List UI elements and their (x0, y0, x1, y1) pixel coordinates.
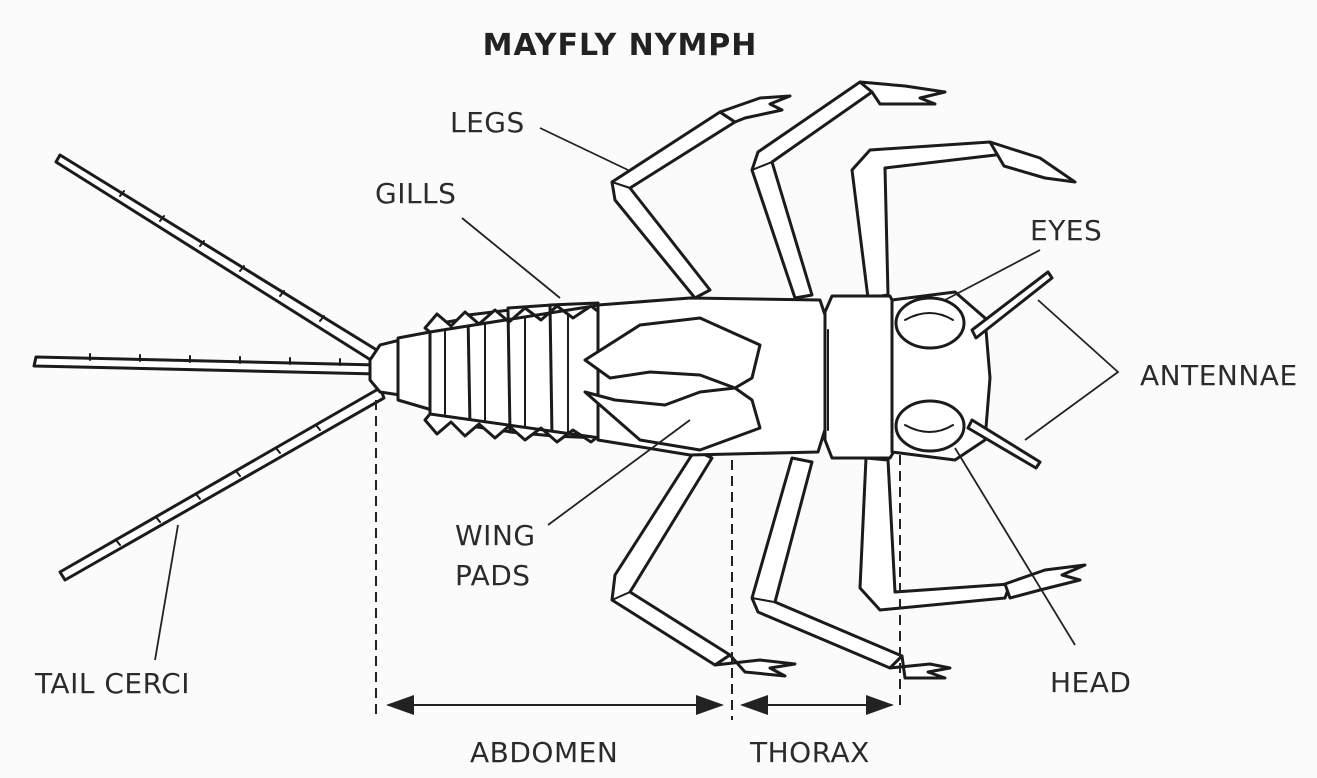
label-thorax: THORAX (749, 736, 870, 769)
label-tail-cerci: TAIL CERCI (34, 667, 190, 700)
label-wing-pads-line1: WING (455, 519, 536, 552)
label-wing-pads-line2: PADS (455, 559, 531, 592)
head-body (892, 292, 990, 460)
thorax-body (585, 296, 898, 458)
label-eyes: EYES (1030, 214, 1102, 247)
label-antennae: ANTENNAE (1140, 359, 1298, 392)
label-gills: GILLS (375, 177, 456, 210)
label-abdomen: ABDOMEN (470, 736, 618, 769)
eye-upper-icon (896, 298, 964, 348)
label-legs: LEGS (450, 106, 525, 139)
label-head: HEAD (1050, 666, 1131, 699)
diagram-title: MAYFLY NYMPH (483, 28, 758, 63)
tail-cerci (34, 155, 384, 580)
